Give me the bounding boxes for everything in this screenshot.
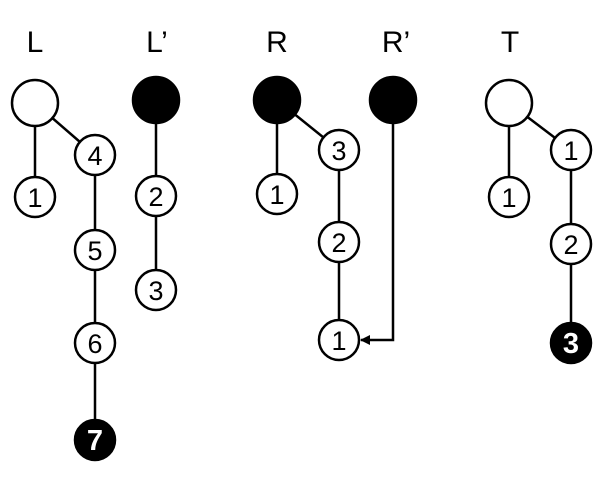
node-circle [131, 75, 181, 125]
node-circle [255, 172, 299, 216]
node-circle [317, 318, 361, 362]
tree-node-T-n2: 2 [549, 222, 593, 266]
tree-node-L-n1: 1 [13, 175, 57, 219]
node-circle [13, 175, 57, 219]
tree-label-R-prime: R’ [382, 26, 410, 59]
tree-node-T-n1a: 1 [487, 175, 531, 219]
node-label: 6 [87, 329, 102, 359]
node-label: 2 [331, 228, 346, 258]
node-circle [73, 321, 117, 365]
tree-label-L: L [27, 26, 44, 59]
node-circle [549, 321, 593, 365]
node-circle [252, 75, 302, 125]
tree-node-R-n2: 2 [317, 220, 361, 264]
tree-node-R-n3: 3 [317, 128, 361, 172]
node-label: 2 [563, 230, 578, 260]
node-circle [73, 133, 117, 177]
node-label: 1 [269, 180, 284, 210]
node-label: 1 [27, 183, 42, 213]
node-label: 1 [563, 136, 578, 166]
node-label: 1 [331, 326, 346, 356]
node-label: 3 [331, 136, 346, 166]
tree-label-T: T [501, 26, 519, 59]
tree-node-T-root [484, 78, 534, 128]
node-label: 1 [501, 183, 516, 213]
tree-node-T-n1b: 1 [549, 128, 593, 172]
tree-node-L-n5: 5 [73, 228, 117, 272]
node-label: 4 [87, 141, 102, 171]
node-circle [549, 222, 593, 266]
tree-node-R-n1b: 1 [317, 318, 361, 362]
tree-node-R-n1a: 1 [255, 172, 299, 216]
node-circle [73, 228, 117, 272]
node-label: 2 [148, 182, 163, 212]
node-circle [484, 78, 534, 128]
node-circle [317, 220, 361, 264]
node-circle [134, 174, 178, 218]
node-circle [487, 175, 531, 219]
tree-node-T-n3: 3 [549, 321, 593, 365]
node-circle [134, 268, 178, 312]
node-label: 5 [87, 236, 102, 266]
tree-node-L-root [10, 78, 60, 128]
node-circle [73, 418, 117, 462]
node-label: 3 [563, 328, 579, 360]
node-label: 7 [87, 425, 103, 457]
node-circle [549, 128, 593, 172]
tree-node-Lp-root [131, 75, 181, 125]
tree-label-L-prime: L’ [146, 26, 168, 59]
nodes-layer: 1 4 5 6 7 2 3 1 3 2 1 1 1 2 3 [10, 75, 593, 462]
node-circle [317, 128, 361, 172]
tree-label-R: R [266, 26, 288, 59]
tree-node-Lp-n2: 2 [134, 174, 178, 218]
node-circle [368, 75, 418, 125]
node-label: 3 [148, 276, 163, 306]
pointer-arrow-Rp-to-R-node-1 [360, 123, 395, 345]
tree-node-Lp-n3: 3 [134, 268, 178, 312]
tree-node-Rp-root [368, 75, 418, 125]
tree-node-L-n6: 6 [73, 321, 117, 365]
node-circle [10, 78, 60, 128]
tree-node-R-root [252, 75, 302, 125]
tree-node-L-n4: 4 [73, 133, 117, 177]
tree-node-L-n7: 7 [73, 418, 117, 462]
